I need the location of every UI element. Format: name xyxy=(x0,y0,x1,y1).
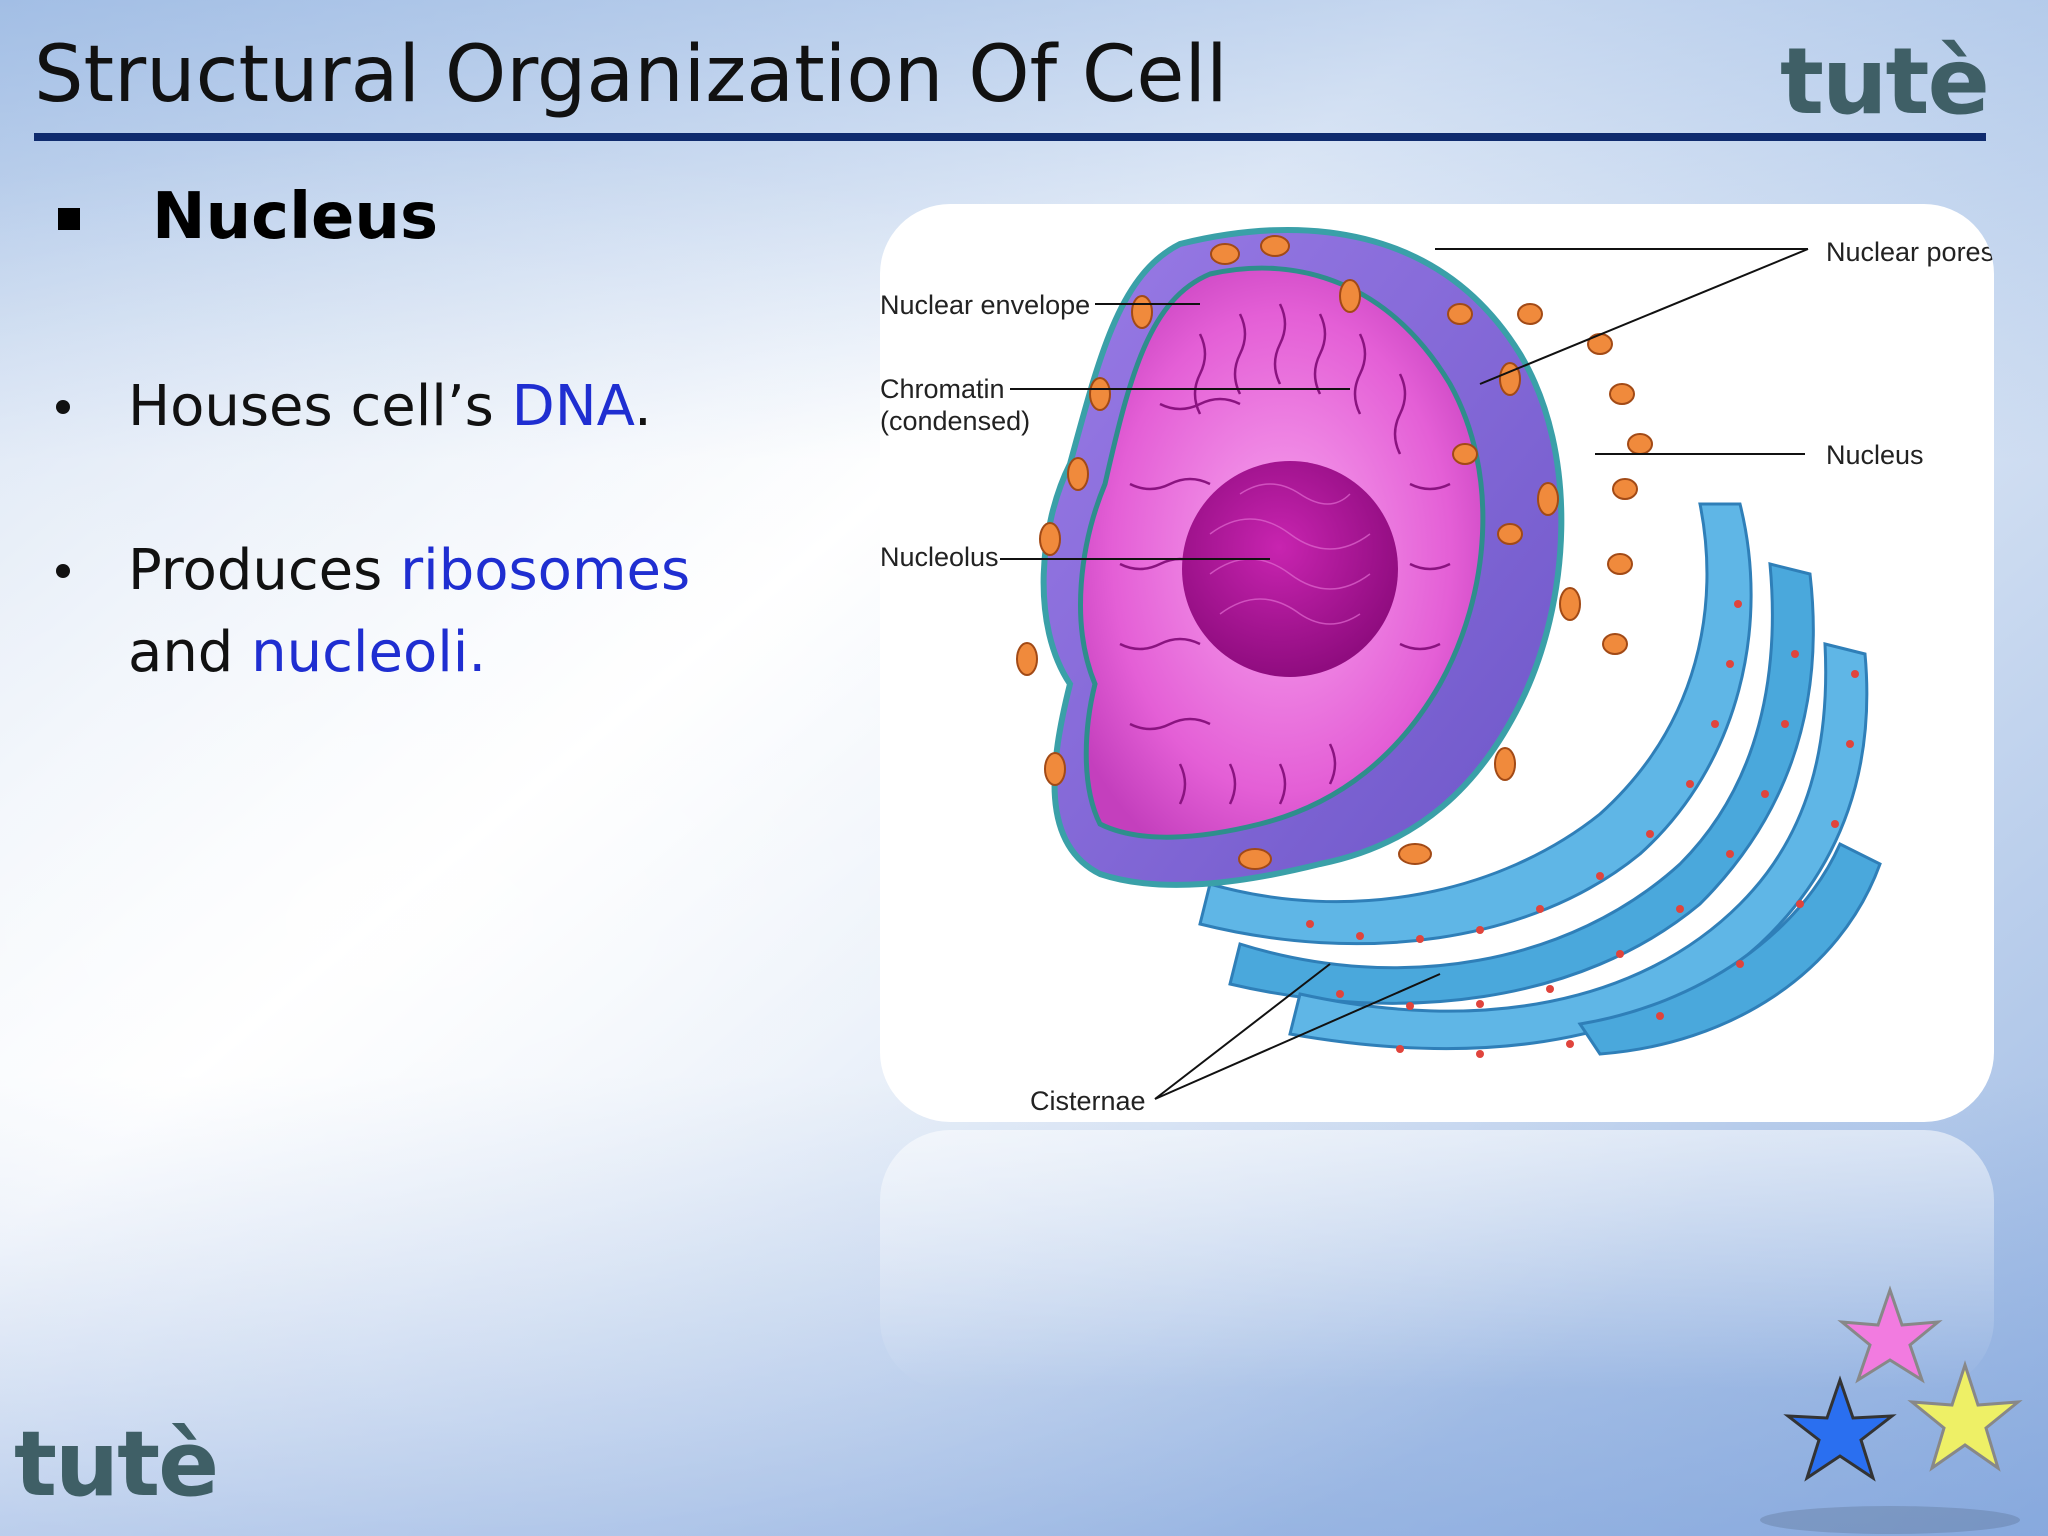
nucleolus xyxy=(1182,461,1398,677)
bullet-text: and xyxy=(128,620,252,685)
tute-logo-bottom: tutè xyxy=(14,1412,219,1517)
star-decoration-icon xyxy=(1760,1285,2023,1534)
tute-logo-top: tutè xyxy=(1780,28,1990,135)
label-nuclear-pores: Nuclear pores xyxy=(1826,237,1994,267)
bullet-item-ribosomes: Produces ribosomes and nucleoli. xyxy=(128,530,748,694)
label-cisternae: Cisternae xyxy=(1030,1086,1146,1116)
star-blue xyxy=(1783,1375,1897,1482)
label-nucleolus: Nucleolus xyxy=(880,542,999,572)
label-nucleus: Nucleus xyxy=(1826,440,1924,470)
bullet-square-icon xyxy=(58,208,80,230)
star-yellow xyxy=(1907,1360,2023,1472)
nuclear-pores xyxy=(1016,235,1653,870)
chromatin xyxy=(1119,303,1451,805)
bullet-dot-icon xyxy=(56,400,70,414)
slide-title: Structural Organization Of Cell xyxy=(34,30,1228,120)
section-heading: Nucleus xyxy=(152,180,439,254)
label-chromatin-condensed: (condensed) xyxy=(880,406,1031,436)
leader-lines xyxy=(1000,248,1809,1100)
nucleus-diagram: Nuclear envelope Chromatin (condensed) N… xyxy=(880,204,1994,1122)
title-underline xyxy=(34,133,1986,141)
label-nuclear-envelope: Nuclear envelope xyxy=(880,290,1091,320)
endoplasmic-reticulum xyxy=(1198,502,1882,1058)
label-chromatin: Chromatin xyxy=(880,374,1005,404)
bullet-dot-icon xyxy=(56,564,70,578)
bullet-text: Houses cell’s xyxy=(128,374,512,439)
bullet-text: . xyxy=(633,374,652,439)
bullet-text: Produces xyxy=(128,538,401,603)
bullet-item-dna: Houses cell’s DNA. xyxy=(128,366,748,448)
highlight-term: ribosomes xyxy=(400,538,691,603)
figure-reflection xyxy=(880,1130,1994,1390)
highlight-term: DNA xyxy=(511,374,634,439)
nucleus-illustration xyxy=(1000,226,1882,1100)
highlight-term: nucleoli. xyxy=(251,620,487,685)
star-pink xyxy=(1837,1285,1943,1384)
nucleolus-texture xyxy=(1209,483,1371,625)
